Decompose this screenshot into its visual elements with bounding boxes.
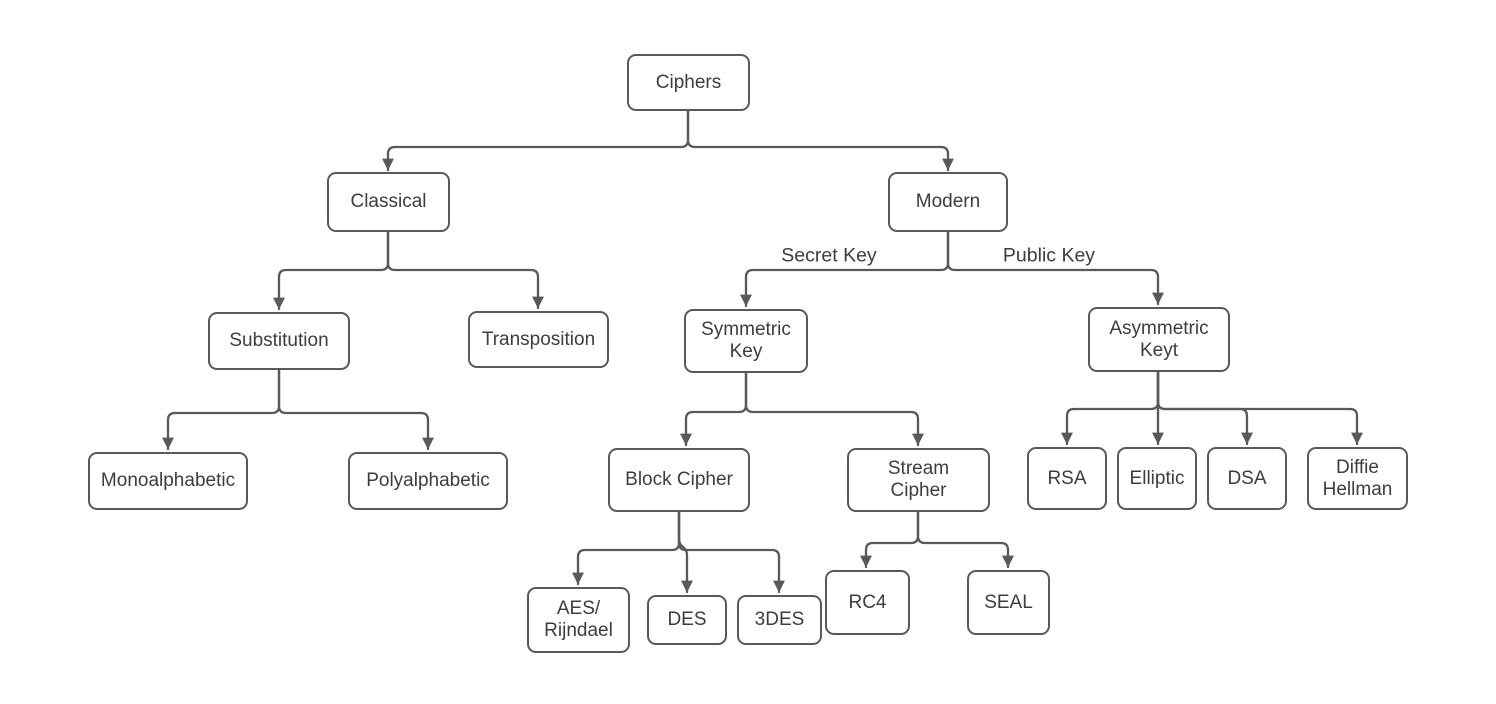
node-label: RSA bbox=[1047, 467, 1087, 489]
connector-classical-substitution bbox=[273, 230, 390, 311]
node-transposition: Transposition bbox=[468, 311, 609, 368]
connector-asymmetric-key-rsa bbox=[1061, 370, 1160, 446]
node-label: Classical bbox=[350, 191, 427, 213]
connector-asymmetric-key-diffie-hellman bbox=[1156, 370, 1363, 446]
node-rc4: RC4 bbox=[825, 570, 910, 635]
node-classical: Classical bbox=[327, 172, 450, 232]
node-label: Elliptic bbox=[1129, 467, 1185, 489]
node-label: Symmetric Key bbox=[701, 319, 791, 362]
node-3des: 3DES bbox=[737, 595, 822, 645]
node-label: Block Cipher bbox=[625, 469, 733, 491]
connector-classical-transposition bbox=[386, 230, 544, 310]
node-polyalphabetic: Polyalphabetic bbox=[348, 452, 508, 510]
node-diffie-hellman: Diffie Hellman bbox=[1307, 447, 1408, 510]
edge-label-secret-key: Secret Key bbox=[778, 244, 880, 268]
node-label: AES/ Rijndael bbox=[544, 598, 613, 641]
node-asymmetric-key: Asymmetric Keyt bbox=[1088, 307, 1230, 372]
connector-stream-cipher-rc4 bbox=[860, 510, 920, 569]
node-block-cipher: Block Cipher bbox=[608, 448, 750, 512]
node-label: SEAL bbox=[984, 591, 1033, 613]
node-label: Ciphers bbox=[655, 71, 722, 93]
connector-substitution-polyalphabetic bbox=[277, 368, 434, 451]
node-label: 3DES bbox=[754, 609, 805, 631]
node-rsa: RSA bbox=[1027, 447, 1107, 510]
connector-ciphers-modern bbox=[686, 109, 954, 172]
connector-block-cipher-3des bbox=[677, 510, 785, 594]
node-aes-rijndael: AES/ Rijndael bbox=[527, 587, 630, 653]
connector-modern-symmetric-key bbox=[740, 230, 950, 308]
connector-stream-cipher-seal bbox=[916, 510, 1014, 569]
node-des: DES bbox=[647, 595, 727, 645]
edge-label-public-key: Public Key bbox=[999, 244, 1099, 268]
node-dsa: DSA bbox=[1207, 447, 1287, 510]
connector-substitution-monoalphabetic bbox=[162, 368, 281, 451]
node-label: Asymmetric Keyt bbox=[1109, 317, 1209, 361]
node-substitution: Substitution bbox=[208, 312, 350, 370]
connector-modern-asymmetric-key bbox=[946, 230, 1164, 306]
node-ciphers: Ciphers bbox=[627, 54, 750, 111]
connector-block-cipher-des bbox=[677, 510, 693, 594]
node-label: DES bbox=[667, 609, 707, 631]
node-label: Monoalphabetic bbox=[100, 470, 236, 492]
node-label: Modern bbox=[915, 191, 981, 213]
node-label: Polyalphabetic bbox=[366, 470, 490, 492]
connector-symmetric-key-block-cipher bbox=[680, 371, 748, 447]
node-label: RC4 bbox=[848, 591, 887, 613]
connector-ciphers-classical bbox=[382, 109, 690, 172]
node-stream-cipher: Stream Cipher bbox=[847, 448, 990, 512]
connector-symmetric-key-stream-cipher bbox=[744, 371, 924, 447]
node-label: Stream Cipher bbox=[887, 458, 950, 501]
node-elliptic: Elliptic bbox=[1117, 447, 1197, 510]
node-label: Transposition bbox=[481, 328, 596, 350]
node-label: Substitution bbox=[229, 330, 329, 352]
node-modern: Modern bbox=[888, 172, 1008, 232]
node-label: DSA bbox=[1227, 467, 1267, 489]
node-label: Diffie Hellman bbox=[1322, 456, 1393, 500]
node-symmetric-key: Symmetric Key bbox=[684, 309, 808, 373]
node-seal: SEAL bbox=[967, 570, 1050, 635]
connector-block-cipher-aes-rijndael bbox=[572, 510, 681, 586]
node-monoalphabetic: Monoalphabetic bbox=[88, 452, 248, 510]
